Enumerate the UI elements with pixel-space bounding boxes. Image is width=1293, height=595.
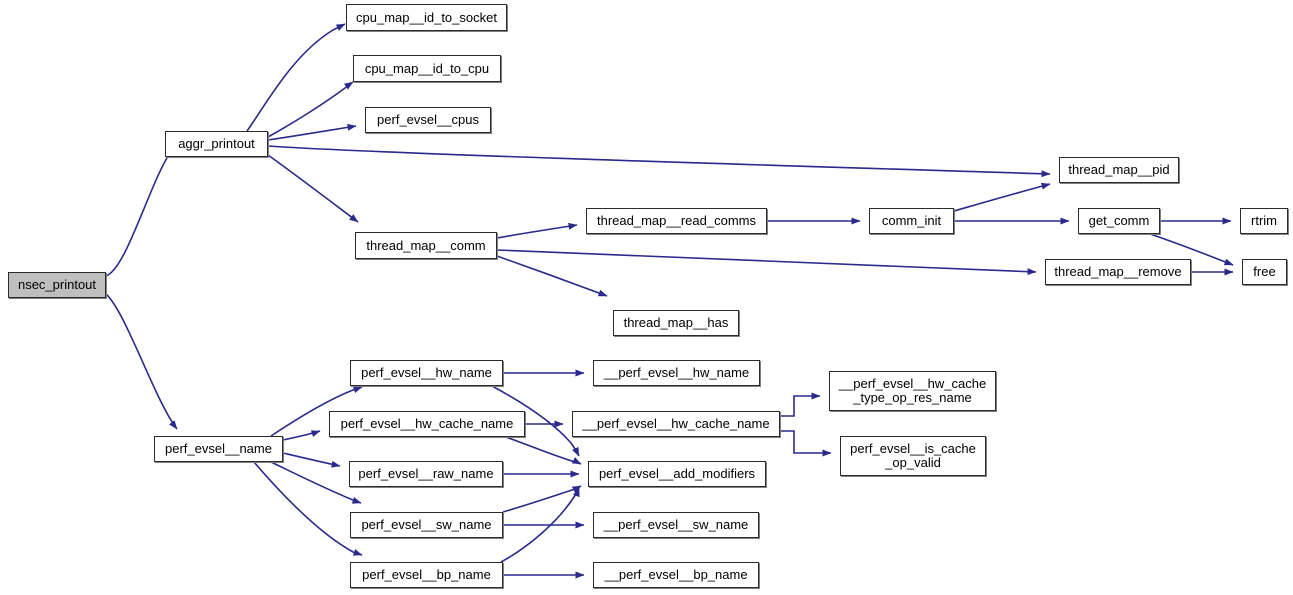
edge-perf_evsel__name-to-perf_evsel__bp_name: [253, 461, 363, 556]
edge-thread_map__comm-to-thread_map__read_comms: [496, 222, 578, 239]
node-thread_map__pid[interactable]: thread_map__pid: [1059, 157, 1179, 183]
node-label: thread_map__pid: [1068, 162, 1170, 177]
node-perf_evsel__cpus[interactable]: perf_evsel__cpus: [365, 107, 491, 133]
node-nsec_printout[interactable]: nsec_printout: [8, 272, 106, 298]
node-label: thread_map__remove: [1054, 264, 1182, 279]
node-cpu_map__id_to_socket[interactable]: cpu_map__id_to_socket: [346, 4, 507, 31]
node-perf_evsel__name[interactable]: perf_evsel__name: [154, 436, 283, 462]
node-perf_evsel__add_modifiers[interactable]: perf_evsel__add_modifiers: [588, 461, 766, 487]
node-rtrim[interactable]: rtrim: [1240, 208, 1288, 234]
node-__perf_evsel__hw_cache_name[interactable]: __perf_evsel__hw_cache_name: [572, 411, 780, 437]
edge-group: [105, 23, 1234, 579]
node-label: rtrim: [1251, 213, 1277, 228]
node-label: get_comm: [1088, 213, 1150, 228]
node-label: perf_evsel__hw_name: [361, 365, 492, 380]
node-cpu_map__id_to_cpu[interactable]: cpu_map__id_to_cpu: [353, 55, 501, 82]
edge-perf_evsel__sw_name-to-perf_evsel__add_modifiers: [502, 485, 582, 513]
node-thread_map__comm[interactable]: thread_map__comm: [355, 232, 497, 259]
node-label: __perf_evsel__bp_name: [604, 567, 748, 582]
edge-thread_map__comm-to-thread_map__remove: [496, 249, 1037, 276]
node-get_comm[interactable]: get_comm: [1078, 208, 1160, 234]
node-__perf_evsel__hw_cache_type_op_res_name[interactable]: __perf_evsel__hw_cache _type_op_res_name: [829, 371, 996, 411]
node-label: perf_evsel__sw_name: [361, 517, 492, 532]
node-label: nsec_printout: [17, 277, 97, 292]
edge-comm_init-to-thread_map__pid: [953, 182, 1051, 212]
edge-nsec_printout-to-perf_evsel__name: [105, 293, 178, 430]
node-comm_init[interactable]: comm_init: [869, 208, 954, 234]
node-label: __perf_evsel__hw_cache _type_op_res_name: [838, 376, 987, 405]
edge-aggr_printout-to-thread_map__pid: [267, 145, 1051, 178]
node-label: comm_init: [881, 213, 942, 228]
node-__perf_evsel__hw_name[interactable]: __perf_evsel__hw_name: [593, 360, 760, 386]
node-label: perf_evsel__hw_cache_name: [340, 416, 514, 431]
node-thread_map__has[interactable]: thread_map__has: [613, 310, 739, 336]
node-perf_evsel__raw_name[interactable]: perf_evsel__raw_name: [349, 461, 503, 487]
node-label: thread_map__read_comms: [597, 213, 756, 228]
node-label: free: [1253, 264, 1276, 279]
node-perf_evsel__is_cache_op_valid[interactable]: perf_evsel__is_cache _op_valid: [840, 436, 986, 476]
node-label: aggr_printout: [178, 136, 255, 151]
node-label: thread_map__has: [623, 315, 729, 330]
edge-thread_map__comm-to-thread_map__has: [496, 255, 608, 297]
edge-perf_evsel__hw_cache_name-to-perf_evsel__add_modifiers: [505, 436, 582, 465]
node-aggr_printout[interactable]: aggr_printout: [165, 131, 268, 157]
node-label: thread_map__comm: [366, 237, 486, 253]
edge-perf_evsel__name-to-perf_evsel__sw_name: [270, 461, 362, 504]
edge-__perf_evsel__hw_cache_name-to-__perf_evsel__hw_cache_type_op_res_name: [780, 392, 821, 417]
edge-perf_evsel__bp_name-to-perf_evsel__add_modifiers: [500, 487, 580, 563]
node-label: cpu_map__id_to_cpu: [364, 60, 490, 76]
node-free[interactable]: free: [1242, 259, 1287, 285]
edge-__perf_evsel__hw_cache_name-to-perf_evsel__is_cache_op_valid: [780, 430, 832, 457]
edge-aggr_printout-to-thread_map__comm: [267, 154, 359, 223]
edge-perf_evsel__name-to-perf_evsel__hw_cache_name: [282, 430, 321, 441]
node-label: perf_evsel__name: [165, 441, 272, 456]
edge-aggr_printout-to-cpu_map__id_to_socket: [246, 23, 346, 132]
node-perf_evsel__bp_name[interactable]: perf_evsel__bp_name: [350, 562, 503, 588]
node-label: perf_evsel__is_cache _op_valid: [850, 441, 976, 470]
node-perf_evsel__hw_name[interactable]: perf_evsel__hw_name: [350, 360, 503, 386]
edge-nsec_printout-to-aggr_printout: [105, 145, 176, 277]
node-label: __perf_evsel__hw_name: [603, 365, 750, 380]
node-label: __perf_evsel__hw_cache_name: [582, 416, 770, 431]
node-thread_map__remove[interactable]: thread_map__remove: [1045, 259, 1191, 285]
node-label: perf_evsel__add_modifiers: [598, 466, 756, 481]
node-thread_map__read_comms[interactable]: thread_map__read_comms: [586, 208, 767, 234]
edge-aggr_printout-to-cpu_map__id_to_cpu: [267, 81, 354, 138]
node-label: perf_evsel__raw_name: [358, 466, 494, 481]
node-__perf_evsel__bp_name[interactable]: __perf_evsel__bp_name: [593, 562, 759, 588]
node-perf_evsel__hw_cache_name[interactable]: perf_evsel__hw_cache_name: [329, 411, 525, 437]
node-label: __perf_evsel__sw_name: [603, 517, 749, 532]
node-__perf_evsel__sw_name[interactable]: __perf_evsel__sw_name: [593, 512, 759, 538]
edge-aggr_printout-to-perf_evsel__cpus: [267, 123, 357, 141]
node-label: perf_evsel__bp_name: [362, 567, 491, 582]
node-label: perf_evsel__cpus: [377, 112, 479, 127]
node-perf_evsel__sw_name[interactable]: perf_evsel__sw_name: [350, 512, 503, 538]
node-label: cpu_map__id_to_socket: [356, 9, 497, 25]
edge-perf_evsel__name-to-perf_evsel__raw_name: [282, 452, 341, 468]
